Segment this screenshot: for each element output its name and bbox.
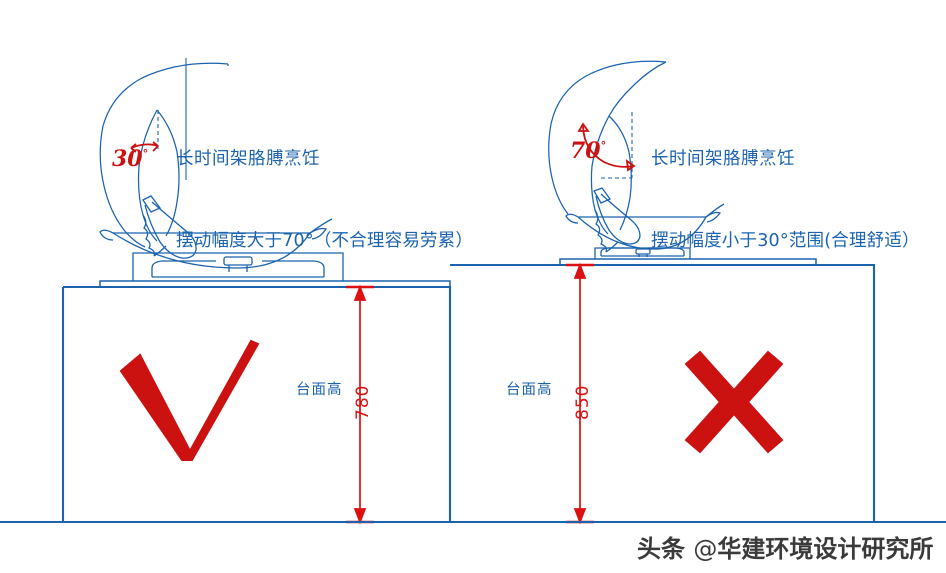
watermark-name: 华建环境设计研究所	[717, 535, 934, 563]
annotation-left-line1: 长时间架胳膊烹饪	[176, 149, 320, 170]
spatula-right	[593, 187, 641, 245]
arm-sketch-right	[548, 60, 667, 253]
counter-top-plate-right	[559, 258, 817, 266]
annotation-left: 长时间架胳膊烹饪 摆动幅度大于70°（不合理容易劳累）	[176, 92, 473, 309]
arm-sketch-left	[99, 58, 229, 257]
watermark-at-symbol: @	[693, 535, 718, 563]
angle-left-value: 30	[112, 146, 143, 172]
angle-arc-right	[577, 122, 636, 172]
annotation-right-line1: 长时间架胳膊烹饪	[651, 149, 795, 170]
angle-arc-left	[130, 141, 159, 153]
counter-body-left	[61, 285, 452, 522]
wok-left	[99, 218, 333, 269]
dimension-value-right: 850	[573, 384, 593, 420]
angle-label-left: 30°	[112, 146, 148, 172]
angle-right-value: 70	[570, 138, 601, 164]
dimension-label-right: 台面高	[506, 382, 553, 398]
angle-right-unit: °	[600, 139, 607, 153]
check-mark-icon	[119, 339, 260, 461]
angle-label-right: 70°	[570, 138, 606, 164]
cross-mark-icon	[684, 350, 784, 454]
watermark-prefix: 头条	[637, 535, 694, 563]
angle-left-unit: °	[142, 147, 149, 161]
spatula-left	[142, 195, 197, 259]
annotation-right-line2: 摆动幅度小于30°范围(合理舒适）	[651, 230, 920, 251]
dimension-label-left: 台面高	[296, 382, 343, 398]
counter-top-plate-left	[99, 280, 451, 288]
gas-burner-left-front	[132, 252, 344, 281]
annotation-right: 长时间架胳膊烹饪 摆动幅度小于30°范围(合理舒适）	[651, 92, 920, 309]
dimension-value-left: 780	[353, 384, 373, 420]
watermark: 头条 @华建环境设计研究所	[637, 529, 933, 564]
annotation-left-line2: 摆动幅度大于70°（不合理容易劳累）	[176, 230, 474, 251]
